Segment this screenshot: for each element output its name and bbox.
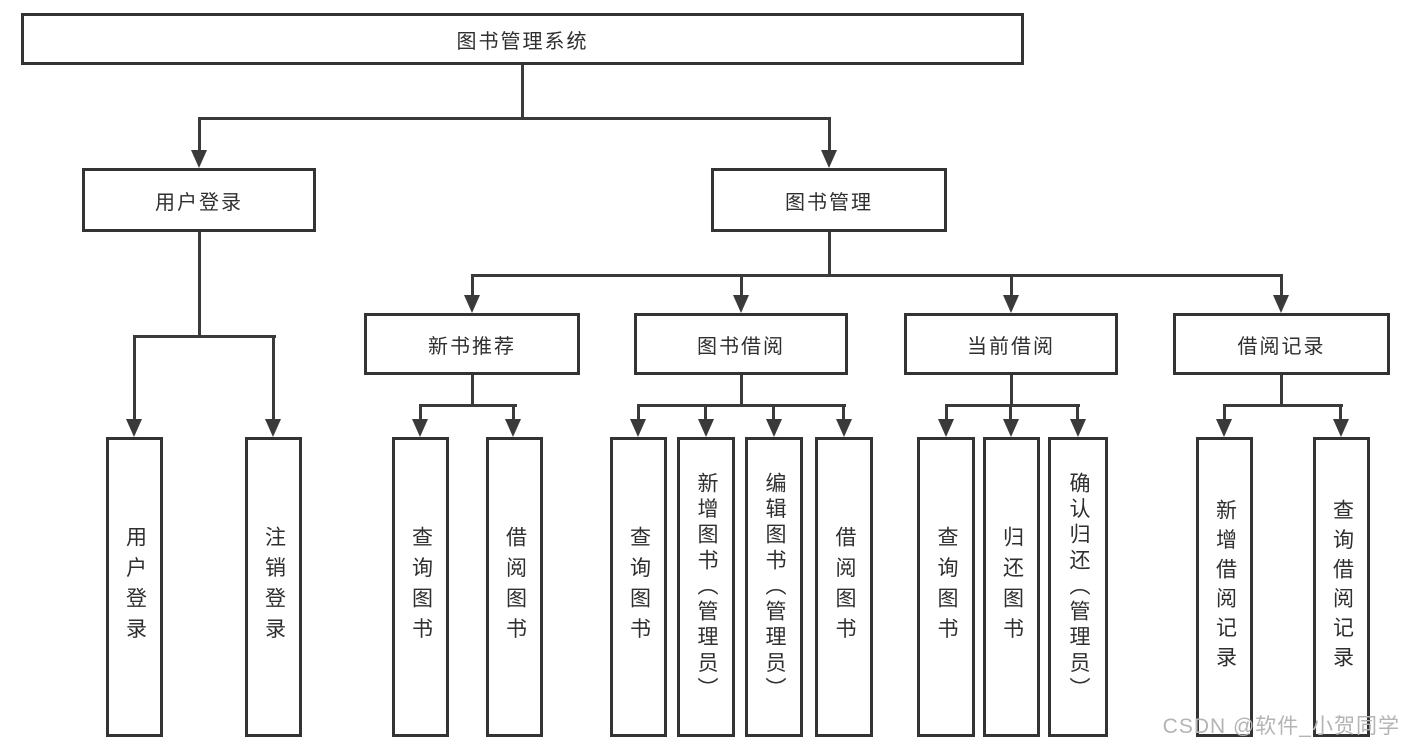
leaf-borrow-borrow-book-label: 借阅图书 xyxy=(833,526,856,648)
arrow-down-icon xyxy=(698,419,714,437)
connector xyxy=(471,375,474,406)
connector xyxy=(772,404,775,421)
node-root-label: 图书管理系统 xyxy=(456,30,589,53)
leaf-recommend-borrow-book-label: 借阅图书 xyxy=(503,526,527,648)
leaf-add-book-admin-label: 新增图书（管理员） xyxy=(695,471,718,703)
connector xyxy=(828,117,831,151)
arrow-down-icon xyxy=(733,295,749,313)
connector xyxy=(198,117,831,120)
connector xyxy=(1280,274,1283,296)
leaf-borrow-query-book-label: 查询图书 xyxy=(627,526,651,648)
connector xyxy=(1223,404,1226,421)
node-current-borrow: 当前借阅 xyxy=(904,313,1118,375)
connector xyxy=(704,404,707,421)
leaf-confirm-return-admin-label: 确认归还（管理员） xyxy=(1067,471,1090,703)
node-current-borrow-label: 当前借阅 xyxy=(967,335,1055,358)
leaf-logout: 注销登录 xyxy=(245,437,302,737)
leaf-borrow-borrow-book: 借阅图书 xyxy=(815,437,873,737)
connector xyxy=(1076,404,1079,421)
leaf-borrow-query-book: 查询图书 xyxy=(610,437,667,737)
connector xyxy=(512,404,515,421)
arrow-down-icon xyxy=(505,419,521,437)
connector xyxy=(945,404,948,421)
arrow-down-icon xyxy=(412,419,428,437)
connector xyxy=(740,274,743,296)
leaf-query-borrow-record: 查询借阅记录 xyxy=(1313,437,1370,737)
leaf-logout-label: 注销登录 xyxy=(262,526,286,648)
connector xyxy=(198,232,201,338)
leaf-return-book: 归还图书 xyxy=(983,437,1040,737)
connector xyxy=(842,404,845,421)
connector xyxy=(419,404,517,407)
connector xyxy=(1280,375,1283,406)
node-book-borrow-label: 图书借阅 xyxy=(697,335,785,358)
leaf-query-borrow-record-label: 查询借阅记录 xyxy=(1330,498,1354,676)
connector xyxy=(1010,375,1013,406)
connector xyxy=(1010,274,1013,296)
connector xyxy=(419,404,422,421)
leaf-add-book-admin: 新增图书（管理员） xyxy=(677,437,735,737)
arrow-down-icon xyxy=(630,419,646,437)
arrow-down-icon xyxy=(1333,419,1349,437)
arrow-down-icon xyxy=(1273,295,1289,313)
connector xyxy=(1223,404,1343,407)
connector xyxy=(828,232,831,277)
node-root: 图书管理系统 xyxy=(21,13,1024,65)
node-user-login: 用户登录 xyxy=(82,168,316,232)
connector xyxy=(133,335,276,338)
node-borrow-records: 借阅记录 xyxy=(1173,313,1390,375)
connector xyxy=(272,335,275,420)
leaf-recommend-query-book-label: 查询图书 xyxy=(409,526,433,648)
leaf-add-borrow-record-label: 新增借阅记录 xyxy=(1213,498,1237,676)
connector xyxy=(521,65,524,119)
node-book-borrow: 图书借阅 xyxy=(634,313,848,375)
node-user-login-label: 用户登录 xyxy=(155,191,243,214)
leaf-edit-book-admin-label: 编辑图书（管理员） xyxy=(763,471,786,703)
csdn-watermark: CSDN @软件_小贺同学 xyxy=(1162,715,1400,738)
leaf-user-login-label: 用户登录 xyxy=(123,526,147,648)
connector xyxy=(740,375,743,406)
arrow-down-icon xyxy=(126,419,142,437)
node-borrow-records-label: 借阅记录 xyxy=(1237,335,1326,358)
arrow-down-icon xyxy=(938,419,954,437)
connector xyxy=(1009,404,1012,421)
leaf-current-query-book: 查询图书 xyxy=(917,437,975,737)
connector xyxy=(471,274,1283,277)
connector xyxy=(945,404,1080,407)
arrow-down-icon xyxy=(464,295,480,313)
leaf-return-book-label: 归还图书 xyxy=(1000,526,1024,648)
arrow-down-icon xyxy=(836,419,852,437)
connector xyxy=(637,404,640,421)
leaf-edit-book-admin: 编辑图书（管理员） xyxy=(745,437,803,737)
leaf-confirm-return-admin: 确认归还（管理员） xyxy=(1048,437,1108,737)
arrow-down-icon xyxy=(1003,419,1019,437)
node-book-management-label: 图书管理 xyxy=(785,191,873,214)
leaf-current-query-book-label: 查询图书 xyxy=(935,526,958,648)
arrow-down-icon xyxy=(1216,419,1232,437)
arrow-down-icon xyxy=(191,150,207,168)
connector xyxy=(198,117,201,151)
leaf-recommend-borrow-book: 借阅图书 xyxy=(486,437,543,737)
connector xyxy=(637,404,846,407)
arrow-down-icon xyxy=(265,419,281,437)
leaf-recommend-query-book: 查询图书 xyxy=(392,437,449,737)
leaf-user-login: 用户登录 xyxy=(106,437,163,737)
node-new-book-recommend-label: 新书推荐 xyxy=(428,335,516,358)
leaf-add-borrow-record: 新增借阅记录 xyxy=(1196,437,1253,737)
arrow-down-icon xyxy=(821,150,837,168)
node-book-management: 图书管理 xyxy=(711,168,947,232)
arrow-down-icon xyxy=(766,419,782,437)
node-new-book-recommend: 新书推荐 xyxy=(364,313,580,375)
connector xyxy=(133,335,136,420)
connector xyxy=(1339,404,1342,421)
arrow-down-icon xyxy=(1070,419,1086,437)
connector xyxy=(471,274,474,296)
arrow-down-icon xyxy=(1003,295,1019,313)
